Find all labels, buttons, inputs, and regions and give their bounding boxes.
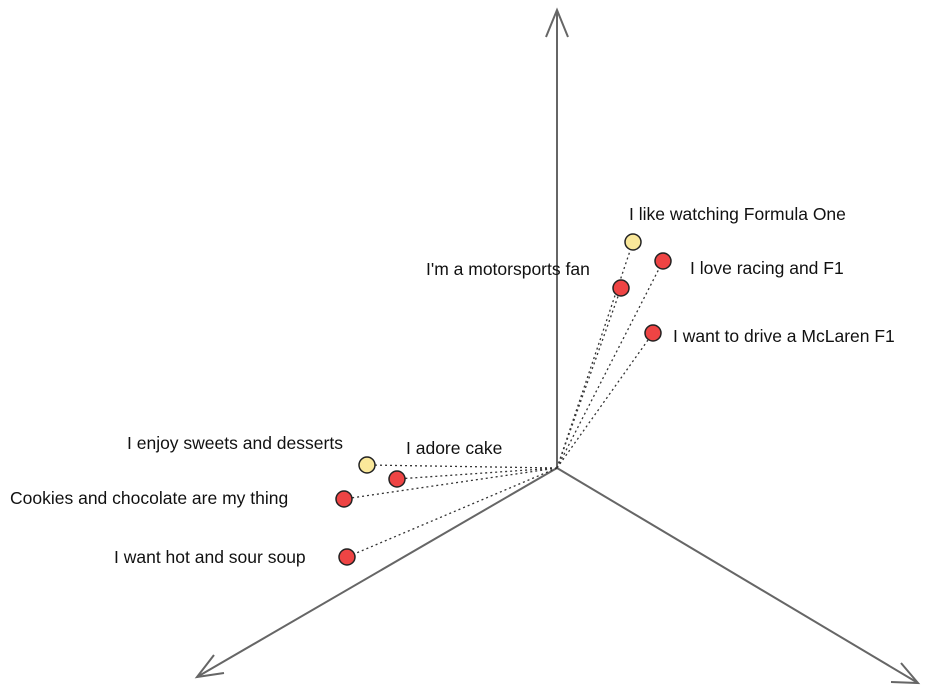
- point-label: I like watching Formula One: [629, 204, 846, 224]
- point-label: I want hot and sour soup: [114, 547, 306, 567]
- markers: [335, 233, 672, 566]
- point-marker: [644, 324, 662, 342]
- connector-line: [396, 467, 558, 480]
- point-label: I adore cake: [406, 438, 502, 458]
- z-axis-arrowhead: [890, 662, 921, 685]
- connector-line: [343, 467, 558, 500]
- point-marker: [358, 456, 376, 474]
- point-marker: [624, 233, 642, 251]
- axes: [194, 7, 921, 685]
- point-marker: [654, 252, 672, 270]
- connector-line: [556, 287, 622, 469]
- connector-line: [346, 467, 558, 558]
- point-marker: [338, 548, 356, 566]
- point-label: I love racing and F1: [690, 258, 844, 278]
- x-axis-arrowhead: [194, 654, 225, 679]
- point-label: I want to drive a McLaren F1: [673, 326, 895, 346]
- connectors: [343, 241, 664, 558]
- connector-line: [556, 332, 654, 469]
- point-label: Cookies and chocolate are my thing: [10, 488, 288, 508]
- point-label: I'm a motorsports fan: [426, 259, 590, 279]
- point-label: I enjoy sweets and desserts: [127, 433, 343, 453]
- x-axis: [196, 467, 558, 678]
- connector-line: [556, 260, 664, 469]
- point-marker: [335, 490, 353, 508]
- z-axis: [556, 467, 919, 684]
- y-axis-arrowhead: [545, 7, 569, 38]
- labels: I like watching Formula One I love racin…: [10, 204, 895, 567]
- point-marker: [388, 470, 406, 488]
- point-marker: [612, 279, 630, 297]
- connector-line: [366, 464, 558, 469]
